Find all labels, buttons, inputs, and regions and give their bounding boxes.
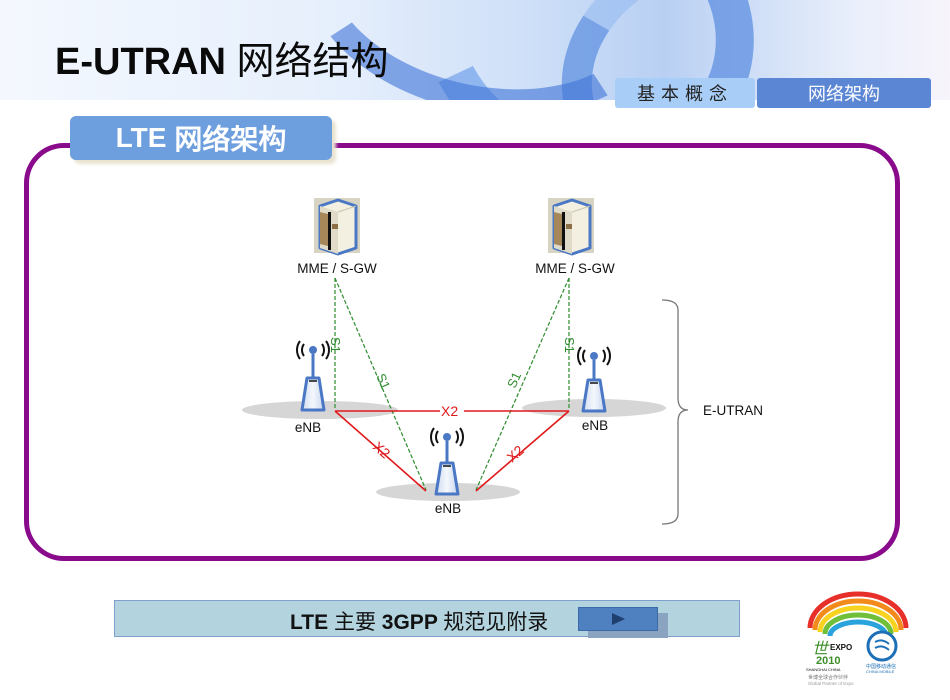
antenna-icon — [430, 427, 464, 496]
logo-year-text: 2010 — [816, 655, 840, 667]
x2-link — [475, 410, 570, 492]
s1-label: S1 — [373, 371, 393, 392]
s1-links — [334, 277, 570, 491]
tab-network-architecture[interactable]: 网络架构 — [757, 78, 931, 108]
logo-partner-en: Global Partner of Expo — [808, 681, 854, 686]
page-title-cn: 网络结构 — [236, 41, 389, 83]
s1-link — [475, 277, 570, 491]
logo-cm-cn: 中国移动通信 — [866, 663, 896, 670]
footer-latin-2: 3GPP — [381, 611, 438, 634]
logo-partner-cn: 世博全球合作伙伴 — [808, 674, 848, 681]
brace-icon — [661, 299, 689, 525]
section-title-latin: LTE — [115, 122, 167, 153]
x2-label-bg — [440, 403, 464, 417]
section-title-cn: 网络架构 — [174, 124, 287, 155]
logo-expo-text: EXPO — [830, 643, 852, 652]
core-node-label: MME / S-GW — [297, 261, 377, 276]
core-node-label: MME / S-GW — [535, 261, 615, 276]
footer-latin-1: LTE — [290, 611, 329, 634]
page-title-latin: E-UTRAN — [55, 41, 226, 83]
s1-link — [334, 277, 427, 491]
enb-label: eNB — [435, 501, 461, 516]
play-icon — [611, 613, 625, 625]
enb-label: eNB — [582, 418, 608, 433]
section-title-tab: LTE 网络架构 — [70, 116, 332, 160]
logo-cm-en: CHINA MOBILE — [866, 669, 895, 674]
eutran-group-label: E-UTRAN — [703, 403, 763, 418]
server-icon — [548, 198, 594, 256]
antenna-icon — [577, 346, 611, 413]
x2-label: X2 — [503, 442, 527, 465]
server-icon — [314, 198, 360, 256]
s1-label: S1 — [328, 337, 343, 353]
footer-cn-1: 主要 — [333, 611, 376, 634]
play-button[interactable] — [578, 607, 658, 631]
expo-china-mobile-logo: 世 EXPO 2010 SHANGHAI CHINA 中国移动通信 CHINA … — [806, 591, 909, 686]
footer-cn-2: 规范见附录 — [443, 611, 549, 634]
logo-city-text: SHANGHAI CHINA — [806, 667, 841, 672]
x2-link — [334, 410, 427, 492]
enb-label: eNB — [295, 420, 321, 435]
antenna-icon — [296, 340, 330, 412]
x2-label: X2 — [370, 438, 394, 461]
x2-label: X2 — [441, 403, 458, 419]
appendix-link-text[interactable]: LTE 主要 3GPP 规范见附录 — [290, 606, 548, 636]
s1-label: S1 — [562, 337, 577, 353]
page-title: E-UTRAN 网络结构 — [55, 30, 389, 85]
svg-text:世: 世 — [812, 639, 830, 658]
s1-label: S1 — [504, 370, 524, 391]
content-frame — [24, 143, 900, 561]
tab-basic-concepts[interactable]: 基本概念 — [615, 78, 755, 108]
